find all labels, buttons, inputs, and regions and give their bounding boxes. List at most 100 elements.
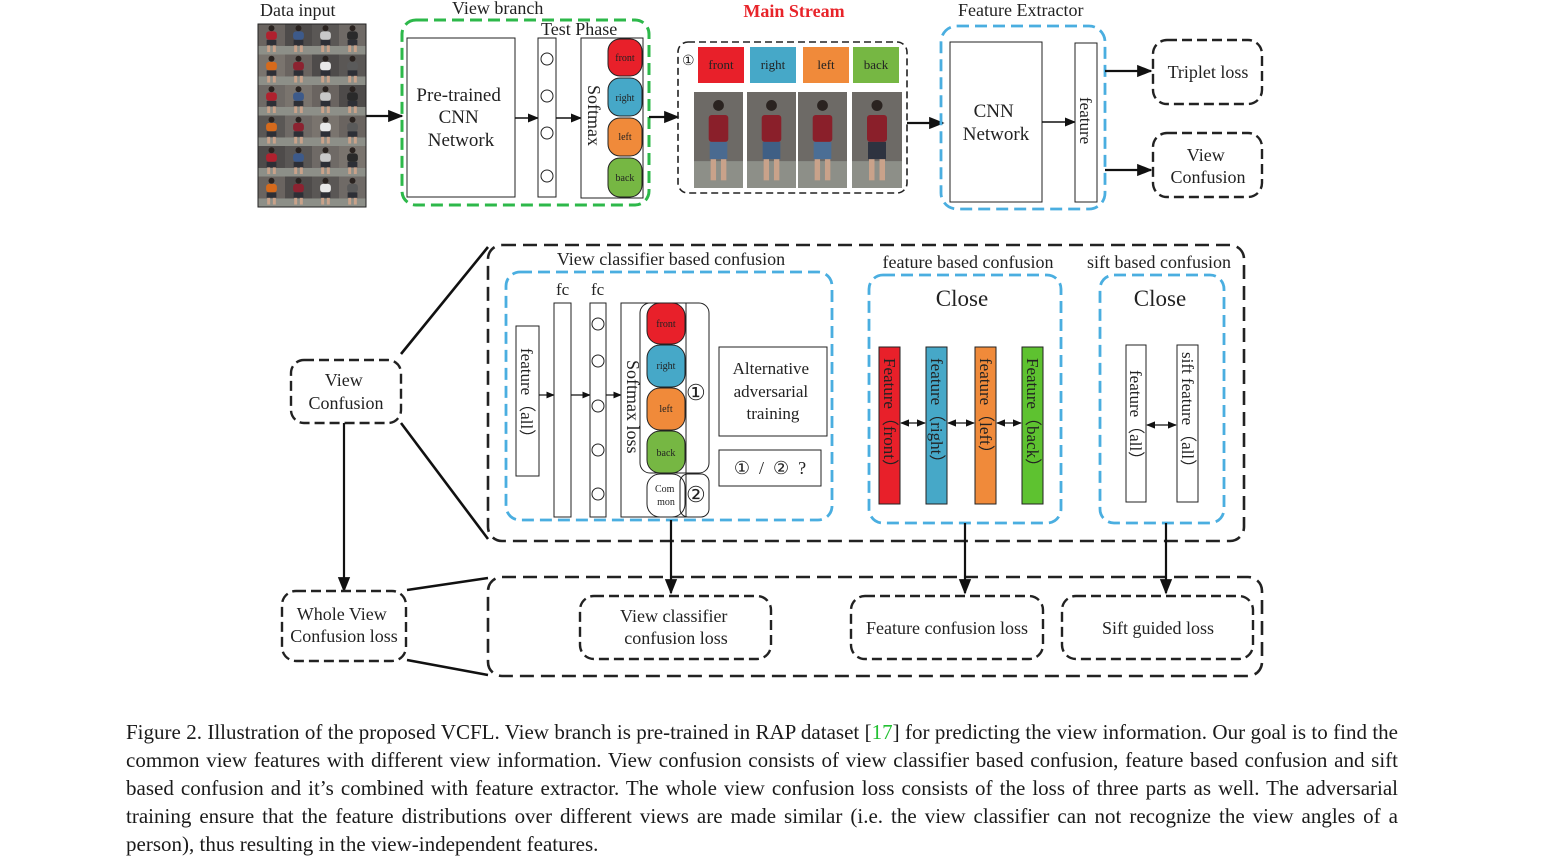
sift-close-label: Close	[1134, 286, 1186, 311]
feature-extractor-label: Feature Extractor	[958, 0, 1083, 20]
triplet-loss-label: Triplet loss	[1168, 62, 1249, 82]
mosaic-tile	[339, 85, 366, 116]
data-input-label: Data input	[260, 0, 335, 20]
mosaic-tile	[258, 146, 285, 177]
mark-two: ②	[686, 482, 706, 507]
svg-text:front: front	[708, 57, 734, 72]
fb-feature-bars: Feature（front） feature（right） feature（le…	[878, 346, 1044, 505]
fb-bar-front	[878, 346, 901, 505]
figure-caption: Figure 2. Illustration of the proposed V…	[126, 718, 1398, 858]
bracket-one	[639, 302, 710, 474]
choice-label: ① / ② ?	[734, 458, 806, 478]
top-feature-box	[1074, 42, 1098, 203]
mosaic-tile	[312, 146, 339, 177]
top-feature-label: feature	[1076, 97, 1095, 144]
svg-text:left: left	[817, 57, 835, 72]
person-image-front	[694, 92, 743, 188]
main-stream-box	[677, 41, 908, 194]
svg-text:front: front	[656, 319, 676, 330]
softmax-label: Softmax	[584, 85, 604, 146]
alt-training-box	[718, 346, 828, 437]
zoom-line-bottom-upper	[406, 576, 489, 592]
mosaic-tile	[285, 176, 312, 207]
sift-box	[1098, 273, 1226, 525]
loss-detail-box	[486, 575, 1264, 678]
svg-text:left: left	[659, 404, 673, 415]
main-stream-marker: ①	[682, 54, 695, 69]
svg-text:front: front	[615, 53, 635, 64]
svg-text:back: back	[657, 448, 676, 459]
mosaic-tile	[285, 85, 312, 116]
person-image-right	[747, 92, 796, 188]
feature-loss-box	[849, 594, 1045, 661]
whole-loss-box	[280, 589, 408, 663]
citation-link[interactable]: 17	[871, 720, 893, 744]
mosaic-tile	[339, 24, 366, 55]
mosaic-tile	[285, 54, 312, 85]
choice-box	[718, 449, 822, 487]
top-view-confusion-label: View Confusion	[1170, 145, 1245, 187]
cnn-network-box	[949, 41, 1043, 203]
mosaic-tile	[312, 54, 339, 85]
bracket-two	[679, 473, 710, 518]
top-view-pills: front right left back	[607, 38, 643, 198]
mosaic-tile	[285, 24, 312, 55]
view-pill-right	[607, 77, 643, 117]
fb-bar-right	[925, 346, 948, 505]
view-pill-left	[607, 117, 643, 157]
mosaic-tile	[312, 24, 339, 55]
vc-feature-all-label: feature（all）	[517, 348, 536, 446]
view-pill-front	[607, 38, 643, 77]
sift-feature-all-label: feature（all）	[1126, 370, 1145, 468]
fc2-neurons	[591, 317, 605, 501]
fc1-label: fc	[556, 280, 570, 299]
mosaic-tile	[339, 54, 366, 85]
view-pill-back	[607, 157, 643, 198]
main-stream-label: Main Stream	[743, 1, 844, 21]
test-phase-label: Test Phase	[541, 19, 617, 39]
sift-feature-all-box	[1125, 344, 1147, 503]
common-label: Com mon	[655, 484, 677, 508]
zoom-line-lower	[399, 422, 490, 540]
svg-text:left: left	[618, 132, 632, 143]
zoom-line-upper	[399, 246, 490, 355]
svg-text:feature（right）: feature（right）	[927, 358, 946, 471]
whole-loss-label: Whole View Confusion loss	[290, 604, 398, 646]
vc-title: View classifier based confusion	[557, 249, 785, 269]
svg-text:right: right	[616, 93, 635, 104]
softmax-loss-label: Softmax loss	[623, 360, 643, 454]
view-confusion-detail-box	[486, 243, 1246, 543]
svg-text:Feature（back）: Feature（back）	[1023, 358, 1042, 475]
sift-title: sift based confusion	[1087, 252, 1231, 272]
main-stream-view-labels: front right left back	[698, 47, 899, 83]
pretrained-cnn-label: Pre-trained CNN Network	[416, 85, 505, 151]
vc-loss-box	[578, 594, 773, 661]
svg-text:right: right	[761, 57, 786, 72]
svg-text:back: back	[864, 57, 889, 72]
svg-text:feature（left）: feature（left）	[976, 358, 995, 462]
view-branch-label: View branch	[452, 0, 543, 18]
feature-extractor-box	[939, 24, 1107, 211]
main-stream-person-images	[694, 92, 902, 188]
mosaic-tile	[258, 54, 285, 85]
mosaic-tile	[258, 85, 285, 116]
vc-box	[504, 270, 834, 522]
mosaic-tile	[258, 24, 285, 55]
cnn-network-label: CNN Network	[963, 101, 1030, 145]
vc-loss-label: View classifier confusion loss	[620, 606, 732, 648]
fc1-layer	[553, 302, 572, 518]
caption-text-end: ] for predicting the view information. O…	[126, 720, 1398, 856]
mosaic-tile	[339, 176, 366, 207]
feature-loss-label: Feature confusion loss	[866, 618, 1028, 638]
view-branch-box	[400, 18, 651, 207]
person-image-back	[852, 92, 902, 188]
fb-title: feature based confusion	[883, 252, 1054, 272]
zoom-line-bottom-lower	[406, 658, 489, 677]
pretrained-cnn-box	[406, 37, 516, 198]
svg-text:back: back	[616, 173, 635, 184]
person-image-left	[798, 92, 847, 188]
fc2-label: fc	[591, 280, 605, 299]
mark-one: ①	[686, 380, 706, 405]
triplet-loss-box	[1151, 38, 1264, 106]
vc-feature-all-box	[515, 325, 540, 477]
